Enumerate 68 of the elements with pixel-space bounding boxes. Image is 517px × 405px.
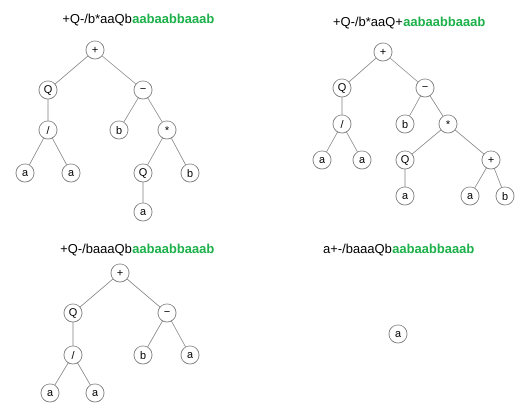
tree-node: + [110,264,130,282]
tree-edge [80,278,114,308]
tree-node: * [438,114,458,134]
tree-edge [147,320,163,348]
tree-node: a [40,384,60,402]
tree-node: b [496,186,514,206]
tree-node: − [134,80,152,100]
tree-edge [171,320,186,348]
tree-node: − [158,304,176,322]
tree-node: a [86,384,104,402]
tree-edge [171,138,186,166]
prefix-string: +Q-/baaaQb [60,244,132,256]
tree-edge [102,56,136,84]
tree-node: a [134,202,152,222]
tree-edge [390,58,418,82]
tree-edge [77,362,91,386]
tree-edge [454,130,484,154]
tree-edge [348,58,376,82]
tree-edge [54,362,68,386]
tree-edge [29,138,44,166]
tree-node: / [64,346,82,364]
tree-node: Q [396,150,414,170]
tree-edge [474,168,487,188]
tree-node: Q [332,78,352,98]
tree-node: a [180,346,200,364]
highlighted-string: aabaabbaaab [132,14,214,24]
tree-edge [430,96,444,116]
tree-node: a [388,324,408,344]
tree-node: + [482,150,500,170]
tree-edge [409,96,421,116]
tree-node: + [374,42,392,62]
tree-node: a [16,164,34,182]
highlighted-string: aabaabbaaab [404,16,485,26]
tree-node: b [110,120,128,140]
tree-edge [346,132,358,152]
tree-edge [326,132,338,152]
highlighted-string: aabaabbaaab [132,244,214,254]
tree-node: b [396,114,414,134]
tree-node: / [332,114,352,134]
highlighted-string: aabaabbaaab [392,244,474,254]
prefix-string: +Q-/b*aaQ+ [334,16,402,28]
tree-node: Q [38,80,58,100]
tree-node: * [158,120,176,140]
tree-edge [126,278,160,308]
tree-edge [54,56,88,84]
tree-node: a [460,186,480,206]
prefix-string: +Q-/b*aaQb [62,14,132,26]
tree-node: a [396,186,414,206]
tree-node: + [86,40,104,60]
tree-node: a [312,150,332,170]
tree-node: − [416,78,434,98]
tree-edge [52,138,67,166]
tree-edge [494,168,502,188]
tree-node: a [352,150,372,170]
tree-edge [124,98,139,122]
tree-edge [147,138,163,166]
tree-edge [412,130,442,154]
tree-edge [404,169,406,187]
tree-node: b [180,164,200,182]
tree-edge [147,98,163,122]
tree-edge [72,322,74,346]
tree-node: / [38,120,58,140]
tree-node: Q [64,304,82,322]
tree-node: a [62,164,80,182]
tree-node: Q [134,164,152,182]
prefix-string: a+-/baaaQb [324,244,392,256]
tree-edge [142,182,144,203]
tree-node: b [134,346,152,364]
